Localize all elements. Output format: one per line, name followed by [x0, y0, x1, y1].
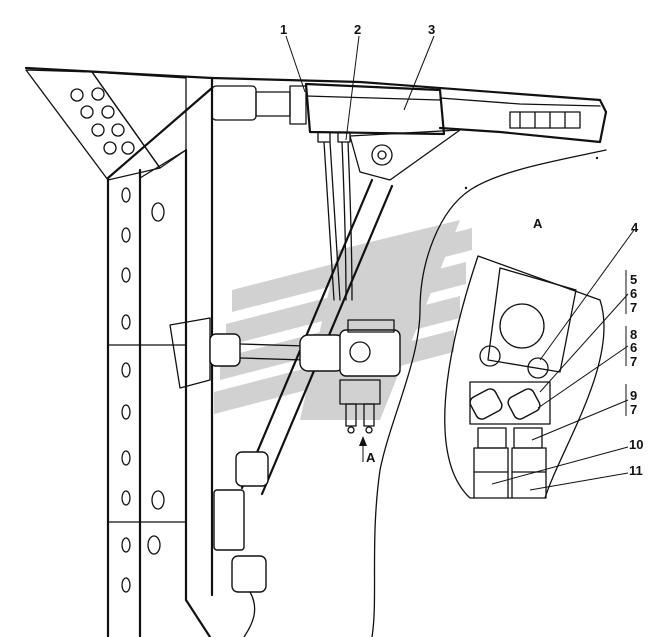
main-column — [24, 66, 214, 637]
arrow-label: A — [366, 450, 376, 465]
lower-fittings — [339, 379, 381, 434]
top-beam — [210, 76, 608, 144]
callout-5: 5 — [630, 272, 637, 287]
callout-6b: 6 — [630, 340, 637, 355]
callout-9: 9 — [630, 388, 637, 403]
callout-2: 2 — [354, 22, 361, 37]
cylinder-upper — [211, 85, 307, 125]
hydraulic-block — [304, 82, 446, 143]
callout-8: 8 — [630, 327, 637, 342]
stray-dot — [464, 186, 468, 190]
detail-view-a — [444, 255, 605, 499]
body-outline — [371, 149, 607, 637]
callout-11: 11 — [629, 463, 643, 478]
detail-view-label: A — [533, 216, 543, 231]
callout-7b: 7 — [630, 354, 637, 369]
callout-4: 4 — [631, 220, 639, 235]
stray-dot — [595, 156, 599, 160]
callout-1: 1 — [280, 22, 287, 37]
view-arrow — [359, 436, 367, 462]
callout-3: 3 — [428, 22, 435, 37]
leader-lines — [285, 35, 635, 491]
upper-bracket — [25, 69, 187, 181]
lower-joints — [213, 451, 269, 637]
callout-6a: 6 — [630, 286, 637, 301]
pivot-bracket — [349, 129, 461, 181]
callout-7c: 7 — [630, 402, 637, 417]
callout-10: 10 — [629, 437, 643, 452]
cylinder-horizontal — [169, 317, 401, 389]
callout-7a: 7 — [630, 300, 637, 315]
